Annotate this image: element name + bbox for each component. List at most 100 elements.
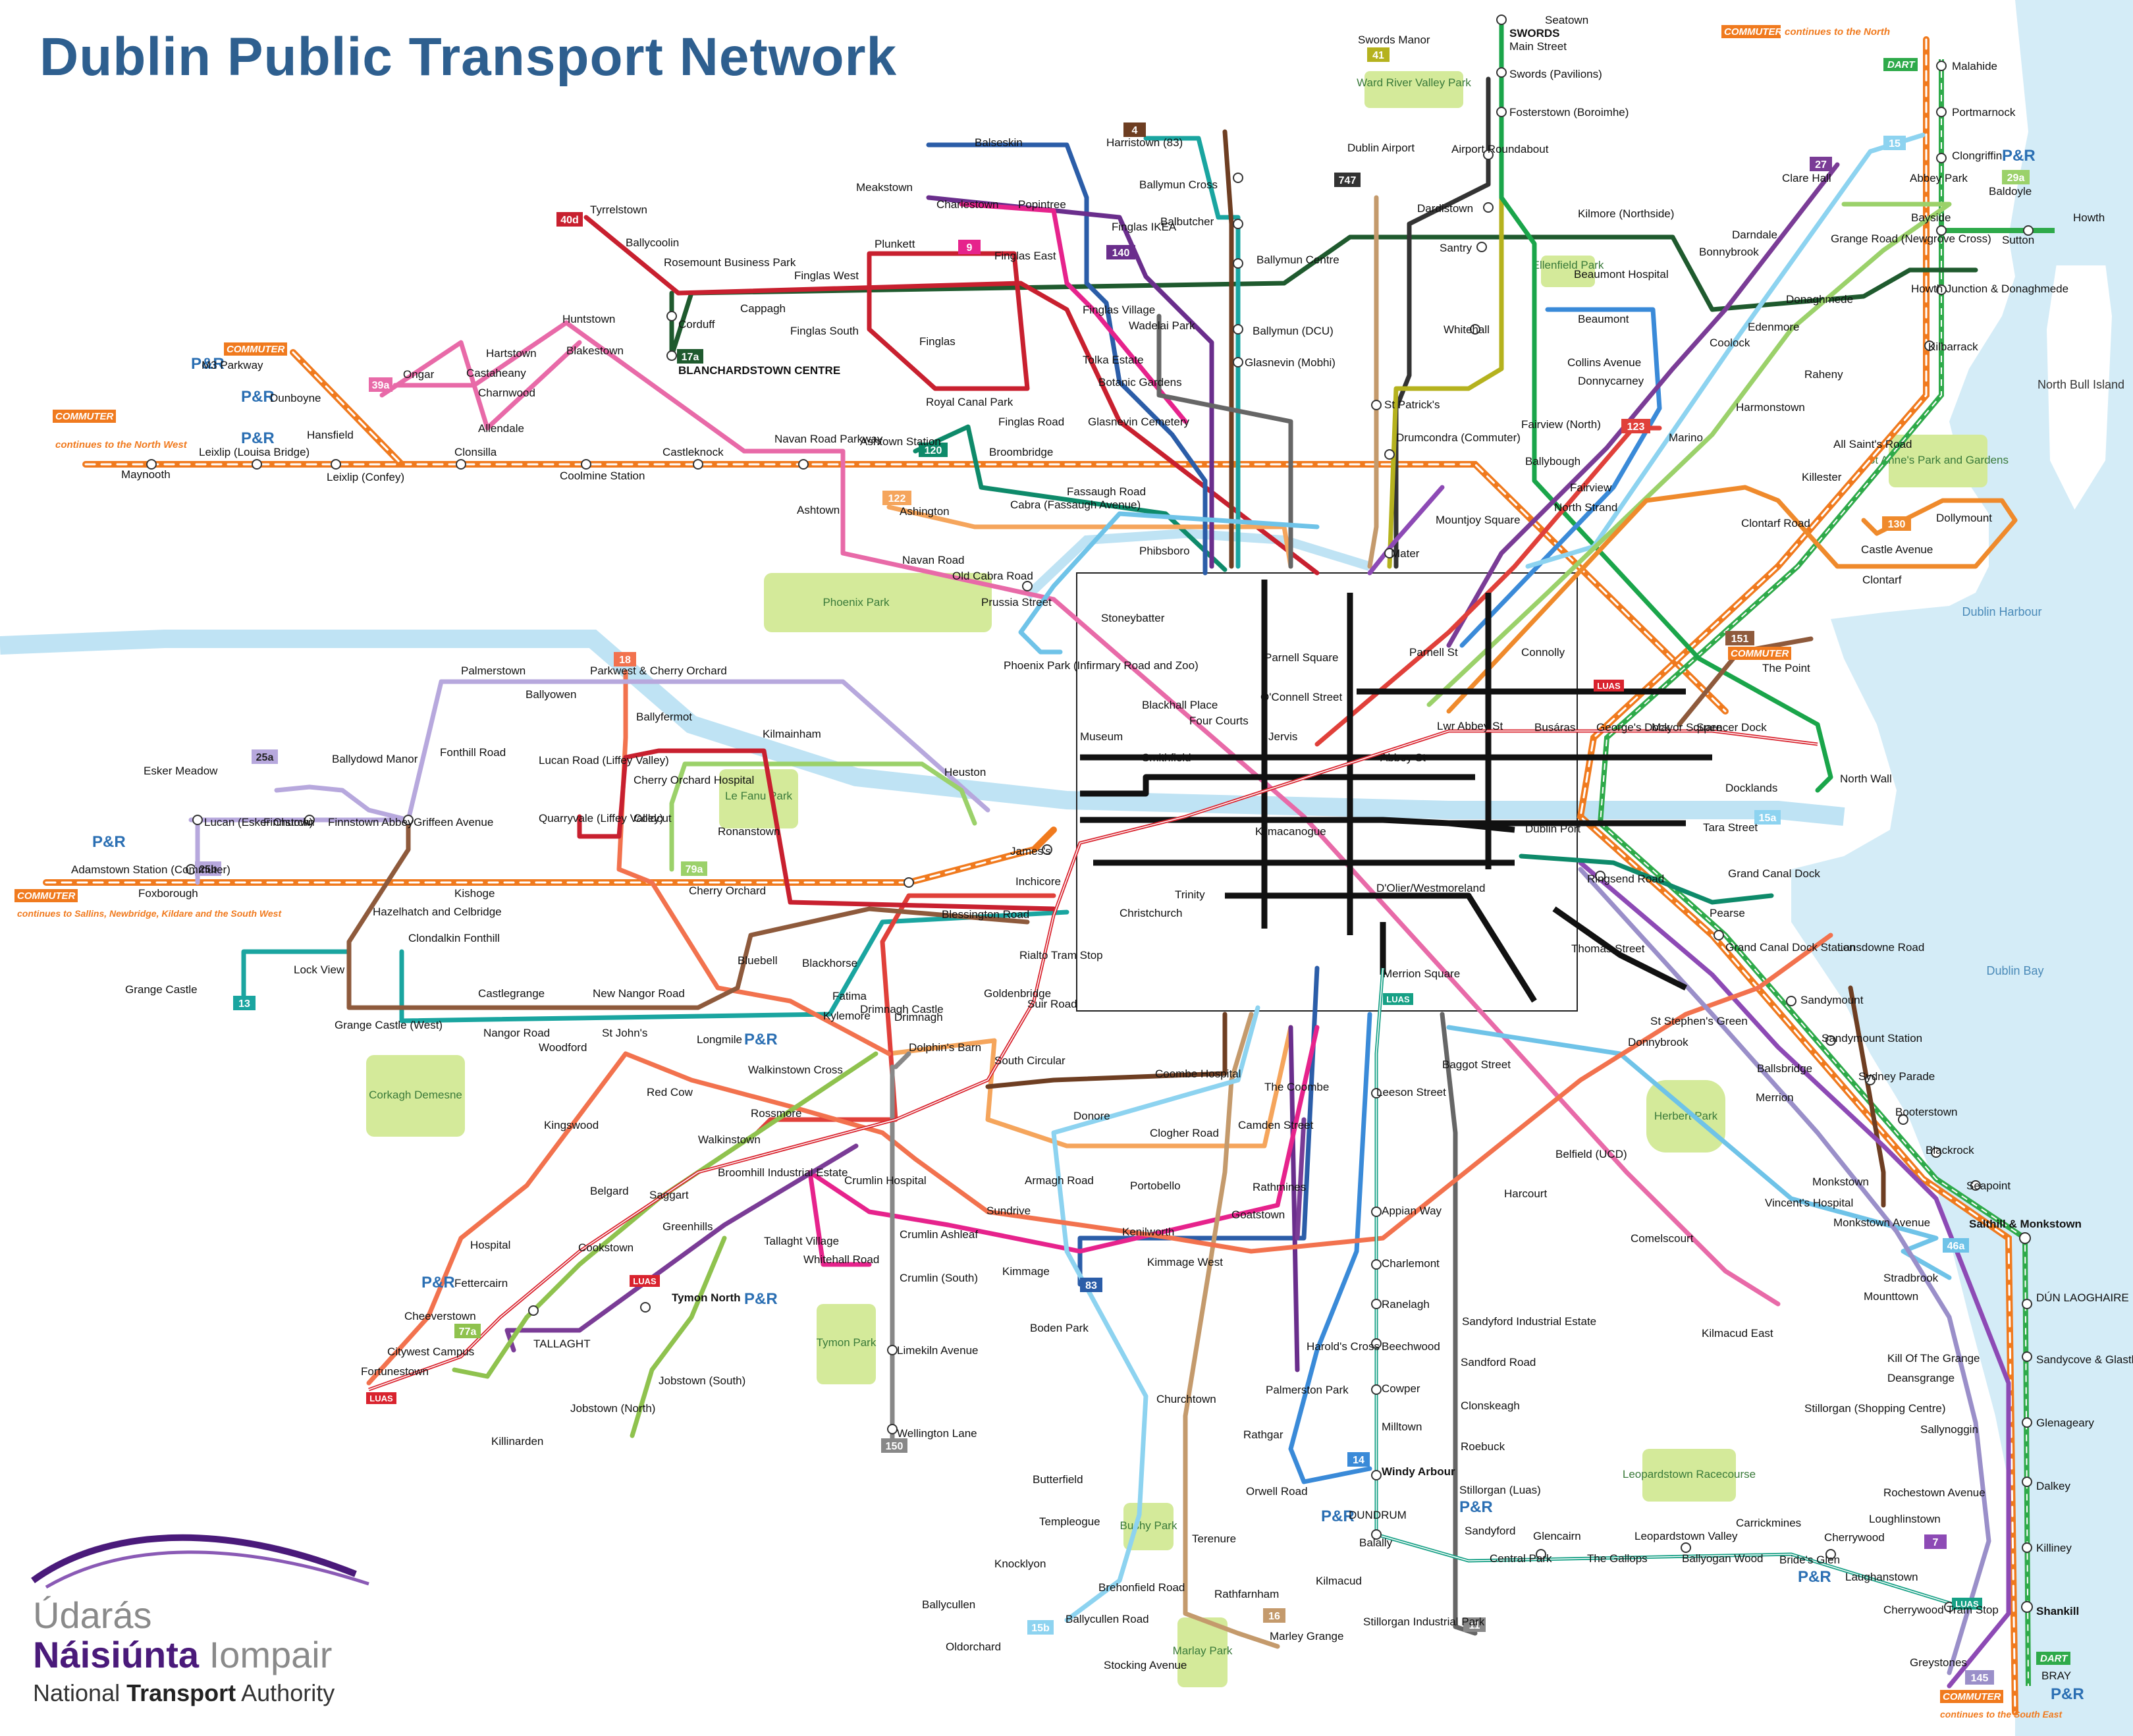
stop-label: Leixlip (Louisa Bridge)	[199, 446, 310, 458]
park-le-fanu	[719, 769, 798, 828]
stop-label: Cherry Orchard	[689, 884, 766, 897]
stop-markers[interactable]	[146, 14, 2034, 1613]
stop-label: Coolock	[1710, 337, 1750, 349]
stop-label: Castlegrange	[478, 987, 545, 1000]
stop-marker	[2021, 1601, 2033, 1613]
stop-label: Beaumont Hospital	[1574, 268, 1669, 281]
park-label-leopardstown: Leopardstown Racecourse	[1623, 1468, 1756, 1480]
stop-label: Heuston	[944, 766, 986, 778]
route-39a	[392, 320, 1781, 1307]
stop-label: Tymon North	[672, 1291, 741, 1304]
stop-label: All Saint's Road	[1833, 438, 1912, 450]
north-bull-island	[2042, 261, 2117, 518]
commuter-rail[interactable]	[43, 36, 2018, 1716]
badge-145-label: 145	[1971, 1673, 1989, 1684]
stop-label: Milltown	[1382, 1421, 1422, 1433]
stop-label: Corduff	[678, 318, 715, 331]
badge-130-label: 130	[1888, 519, 1906, 530]
stop-label: Rialto Tram Stop	[1019, 949, 1103, 962]
badge-9-label: 9	[967, 242, 973, 254]
park-label-herbert: Herbert Park	[1654, 1110, 1718, 1122]
water-label-harbour: Dublin Harbour	[1962, 605, 2041, 618]
stop-label: Goldenbridge	[984, 987, 1051, 1000]
stop-marker	[192, 815, 203, 825]
badge-18-label: 18	[619, 655, 631, 666]
badge-15b-label: 15b	[1031, 1623, 1050, 1634]
stop-marker	[666, 311, 677, 321]
stop-label: Monkstown Avenue	[1833, 1216, 1930, 1229]
stop-label: Hartstown	[486, 347, 537, 360]
badge-77a-label: 77a	[459, 1326, 477, 1338]
stop-marker	[528, 1305, 539, 1316]
park-label-marlay: Marlay Park	[1173, 1644, 1233, 1657]
stop-label: M3 Parkway	[202, 359, 263, 371]
badge-4	[1123, 122, 1146, 137]
stop-label: Maynooth	[121, 468, 171, 481]
pr-clongriffin: P&R	[2002, 147, 2036, 165]
park-bushy	[1123, 1503, 1174, 1550]
luas-badge-saggart-label: LUAS	[369, 1394, 393, 1403]
stop-label: Parkwest & Cherry Orchard	[590, 665, 727, 677]
stop-label: Ballsbridge	[1757, 1062, 1812, 1075]
stop-label: Ongar	[403, 368, 435, 381]
commuter-badge-nw-label: COMMUTER	[55, 411, 113, 422]
stop-label: Grange Road (Newgrove Cross)	[1831, 232, 1991, 245]
park-label-le-fanu: Le Fanu Park	[725, 790, 793, 802]
stop-label: Kingswood	[544, 1119, 599, 1131]
stop-label: Seapoint	[1966, 1180, 2011, 1192]
stop-label: Finglas Road	[998, 416, 1064, 428]
badge-120	[919, 443, 948, 457]
stop-label: Trinity	[1175, 888, 1205, 901]
badge-140	[1106, 245, 1135, 259]
stop-label: Appian Way	[1382, 1205, 1442, 1217]
stop-label: Cheeverstown	[404, 1310, 476, 1322]
stop-label: Glasnevin Cemetery	[1088, 416, 1190, 428]
stop-label: Fairview (North)	[1521, 418, 1601, 431]
stop-marker	[1371, 1299, 1382, 1309]
stop-label: Blackhall Place	[1142, 699, 1218, 711]
park-and-ride: P&R P&R P&R P&R P&R P&R P&R P&R P&R P&R …	[92, 147, 2084, 1703]
stop-label: Blackrock	[1926, 1144, 1974, 1156]
stop-marker	[1931, 1147, 1941, 1158]
stop-label: DÚN LAOGHAIRE	[2036, 1291, 2129, 1304]
stop-label: Churchtown	[1156, 1393, 1216, 1405]
badge-25a	[252, 749, 278, 764]
stop-label: Drimnagh	[894, 1011, 943, 1023]
stop-label: Allendale	[478, 422, 524, 435]
badge-83	[1080, 1278, 1102, 1292]
stop-label: Royal Canal Park	[926, 396, 1013, 408]
luas-lines[interactable]	[368, 729, 1963, 1609]
stop-label: Stillorgan (Shopping Centre)	[1804, 1402, 1946, 1415]
stop-marker	[1825, 1035, 1836, 1046]
stop-label: Botanic Gardens	[1098, 376, 1182, 389]
stop-label: South Circular	[994, 1054, 1066, 1067]
stop-label: Kilmainham	[763, 728, 821, 740]
stop-marker	[1496, 67, 1507, 78]
stop-label: Malahide	[1952, 60, 1997, 72]
stop-label: Airport Roundabout	[1451, 143, 1549, 155]
stop-label: Leeson Street	[1376, 1086, 1446, 1099]
route-120	[913, 424, 1228, 572]
stop-label: Terenure	[1192, 1533, 1236, 1545]
city-centre-routes[interactable]	[1080, 580, 1712, 1003]
stop-label: Jervis	[1268, 730, 1297, 743]
stop-label: Monkstown	[1812, 1176, 1869, 1188]
badge-130	[1882, 516, 1911, 531]
pr-carrickmines: P&R	[1798, 1568, 1831, 1586]
stop-label: Ringsend Road	[1587, 873, 1664, 885]
stop-label: Mater	[1391, 547, 1420, 560]
stop-labels: Swords Manor SWORDS Main Street Seatown …	[71, 14, 2133, 1682]
badge-123-label: 123	[1627, 421, 1645, 433]
park-marlay	[1177, 1617, 1228, 1687]
stop-label: Merrion Square	[1383, 967, 1460, 980]
stop-label: Ballydowd Manor	[332, 753, 418, 765]
badge-4-label: 4	[1132, 125, 1138, 136]
pr-hazelhatch: P&R	[92, 833, 126, 851]
park-herbert	[1646, 1080, 1725, 1153]
logo-naisiunta: Náisiúnta Iompair	[33, 1634, 333, 1675]
stop-marker	[1924, 340, 1935, 351]
bus-routes[interactable]	[188, 17, 2018, 1689]
badge-15	[1883, 136, 1906, 150]
stop-label: Sandyford	[1465, 1525, 1516, 1537]
